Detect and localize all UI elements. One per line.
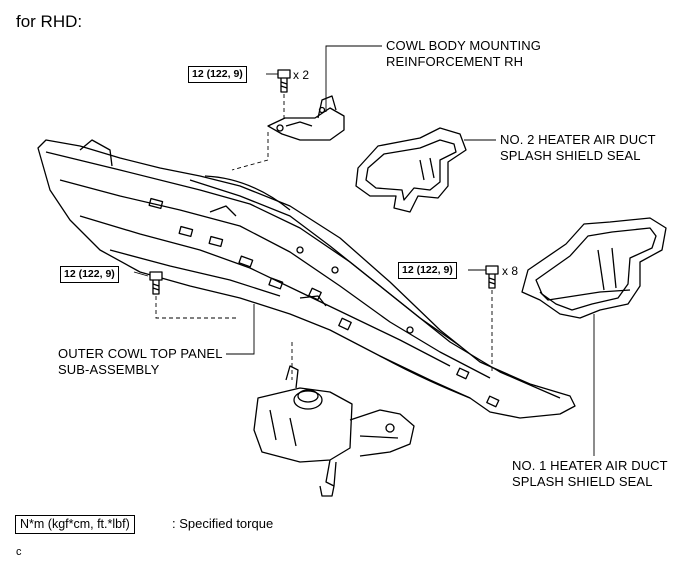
torque-right-qty: x 8 bbox=[502, 264, 519, 278]
label-no2-seal-line1: NO. 2 HEATER AIR DUCT bbox=[500, 132, 656, 147]
page-title: for RHD: bbox=[16, 12, 83, 31]
label-outer-cowl-line2: SUB-ASSEMBLY bbox=[58, 362, 160, 377]
cowl-reinforcement-shape bbox=[267, 95, 345, 141]
no2-seal-shape bbox=[355, 127, 467, 213]
label-no1-seal-line2: SPLASH SHIELD SEAL bbox=[512, 474, 653, 489]
torque-top: 12 (122, 9) bbox=[188, 66, 247, 83]
torque-left: 12 (122, 9) bbox=[60, 266, 119, 283]
reservoir-tank-shape bbox=[253, 365, 415, 497]
outer-cowl-top-panel-shape bbox=[37, 139, 576, 419]
legend-unit-box: N*m (kgf*cm, ft.*lbf) bbox=[15, 515, 135, 534]
label-cowl-reinforcement-line2: REINFORCEMENT RH bbox=[386, 54, 524, 69]
bolt-left bbox=[149, 271, 163, 295]
no1-seal-shape bbox=[521, 217, 667, 319]
corner-code: c bbox=[16, 546, 22, 558]
label-no2-seal-line2: SPLASH SHIELD SEAL bbox=[500, 148, 641, 163]
torque-right: 12 (122, 9) bbox=[398, 262, 457, 279]
label-cowl-reinforcement-line1: COWL BODY MOUNTING bbox=[386, 38, 541, 53]
bolt-right bbox=[485, 265, 499, 289]
legend-description: : Specified torque bbox=[172, 516, 274, 531]
bolt-top bbox=[277, 69, 291, 93]
label-outer-cowl-line1: OUTER COWL TOP PANEL bbox=[58, 346, 223, 361]
label-no1-seal-line1: NO. 1 HEATER AIR DUCT bbox=[512, 458, 668, 473]
torque-top-qty: x 2 bbox=[293, 68, 310, 82]
